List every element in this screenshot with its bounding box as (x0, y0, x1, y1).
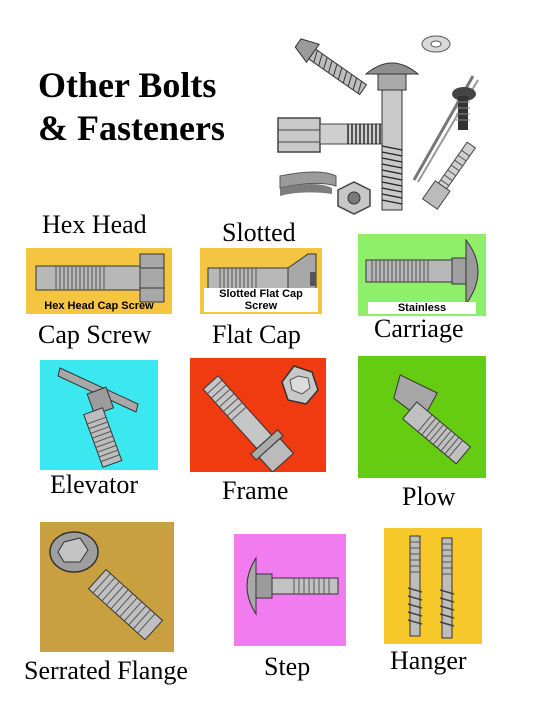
hex-head-cap-screw-image: Hex Head Cap Screw (26, 248, 172, 314)
fastener-collage-image (268, 30, 492, 218)
fastener-collage-graphic (277, 35, 479, 215)
label-hanger: Hanger (390, 646, 467, 675)
label-elevator: Elevator (50, 470, 139, 499)
frame-bolt-icon (202, 365, 319, 472)
frame-bolt-image (190, 358, 326, 472)
elevator-bolt-image (40, 360, 158, 470)
hanger-bolt-icon (407, 535, 455, 639)
serrated-flange-bolt-icon (49, 531, 164, 641)
caption-stainless: Stainless (368, 302, 476, 314)
page-title: Other Bolts & Fasteners (38, 65, 225, 148)
plow-bolt-image (358, 356, 486, 478)
label-slotted: Slotted (222, 218, 296, 247)
step-bolt-icon (246, 556, 339, 616)
serrated-flange-bolt-image (40, 522, 174, 652)
carriage-bolt-icon (365, 238, 479, 306)
elevator-bolt-icon (57, 367, 139, 468)
label-hex-head: Hex Head (42, 210, 147, 239)
label-cap-screw: Cap Screw (38, 320, 152, 349)
carriage-bolt-image: Stainless (358, 234, 486, 316)
slotted-flat-cap-screw-image: Slotted Flat Cap Screw (200, 248, 322, 314)
caption-hex-head-cap-screw: Hex Head Cap Screw (44, 300, 154, 312)
hex-head-bolt-icon (35, 253, 165, 303)
label-plow: Plow (402, 482, 456, 511)
label-carriage: Carriage (374, 314, 464, 343)
label-frame: Frame (222, 476, 289, 505)
step-bolt-image (234, 534, 346, 646)
caption-slotted-flat-cap-screw: Slotted Flat Cap Screw (204, 288, 318, 312)
hanger-bolt-image (384, 528, 482, 644)
label-flat-cap: Flat Cap (212, 320, 301, 349)
label-step: Step (264, 652, 311, 681)
label-serrated-flange: Serrated Flange (24, 656, 188, 685)
plow-bolt-icon (393, 374, 472, 465)
